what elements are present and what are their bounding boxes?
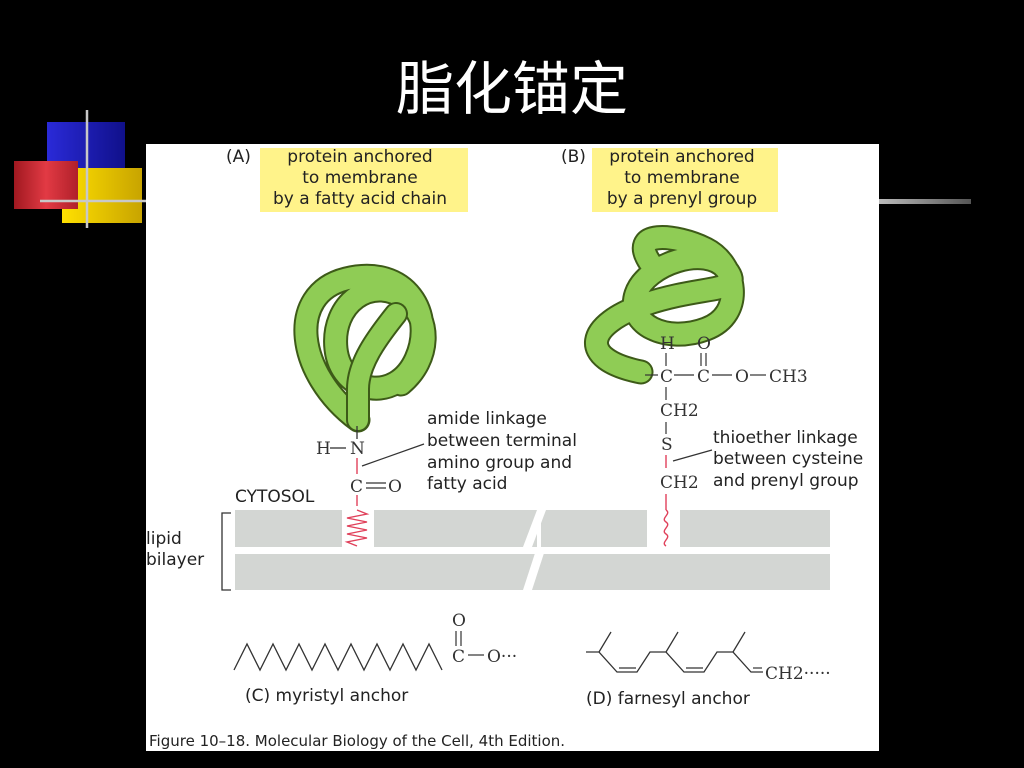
figure-panel: (A) protein anchored to membrane by a fa…	[146, 144, 879, 751]
farnesyl-ch2: CH2·····	[765, 664, 831, 684]
chem-a-o: O	[388, 477, 402, 497]
farnesyl-chain	[586, 631, 763, 673]
deco-rule-right	[879, 199, 971, 204]
chem-b-ch2-bottom: CH2	[660, 473, 699, 493]
chem-a-c: C	[350, 477, 363, 497]
farnesyl-label: (D) farnesyl anchor	[586, 689, 750, 709]
myristyl-c: C	[452, 647, 465, 667]
chem-b-ch2-top: CH2	[660, 401, 699, 421]
annotation-a-line-4: fatty acid	[427, 474, 507, 494]
protein-a-ribbon	[293, 263, 437, 433]
farnesyl-squiggle-in-membrane	[663, 509, 669, 547]
annotation-a-line-2: between terminal	[427, 431, 577, 451]
cytosol-label: CYTOSOL	[235, 487, 315, 507]
membrane-lower-leaflet	[235, 547, 830, 590]
lipid-bilayer-line-2: bilayer	[146, 550, 204, 570]
annotation-a-line-1: amide linkage	[427, 409, 547, 429]
annotation-b-line-2: between cysteine	[713, 449, 863, 469]
panel-b-letter: (B)	[561, 147, 586, 167]
chem-a-n: N	[350, 439, 365, 459]
protein-b-ribbon	[584, 225, 745, 385]
chem-b-c2: C	[697, 367, 710, 387]
panel-b-caption-box	[592, 148, 778, 212]
membrane-upper-leaflet	[235, 510, 830, 547]
annotation-b-line-1: thioether linkage	[713, 428, 858, 448]
myristyl-label: (C) myristyl anchor	[245, 686, 408, 706]
myristyl-o-top: O	[452, 611, 466, 631]
panel-a-letter: (A)	[226, 147, 251, 167]
chem-b-h: H	[660, 334, 675, 354]
panel-a-caption-line-3: by a fatty acid chain	[273, 189, 447, 209]
chem-b-ch3: CH3	[769, 367, 808, 387]
panel-a-caption-box	[260, 148, 468, 212]
panel-a-caption-line-2: to membrane	[302, 168, 417, 188]
chem-b-c1: C	[660, 367, 673, 387]
chem-a-h: H	[316, 439, 331, 459]
lipid-bilayer-line-1: lipid	[146, 529, 182, 549]
panel-b-caption-line-1: protein anchored	[609, 147, 754, 167]
panel-a-caption-line-1: protein anchored	[287, 147, 432, 167]
chem-b-s: S	[661, 435, 673, 455]
chem-b-o-side: O	[735, 367, 749, 387]
figure-credit: Figure 10–18. Molecular Biology of the C…	[149, 732, 565, 750]
annotation-b-line-3: and prenyl group	[713, 471, 859, 491]
panel-b-caption-line-2: to membrane	[624, 168, 739, 188]
slide-title: 脂化锚定	[395, 55, 628, 123]
bilayer-bracket	[221, 512, 231, 591]
annotation-a-line-3: amino group and	[427, 453, 572, 473]
myristyl-o-side: O···	[487, 647, 517, 667]
chem-b-o-top: O	[697, 334, 711, 354]
panel-b-caption-line-3: by a prenyl group	[607, 189, 757, 209]
myristyl-chain	[233, 642, 443, 672]
